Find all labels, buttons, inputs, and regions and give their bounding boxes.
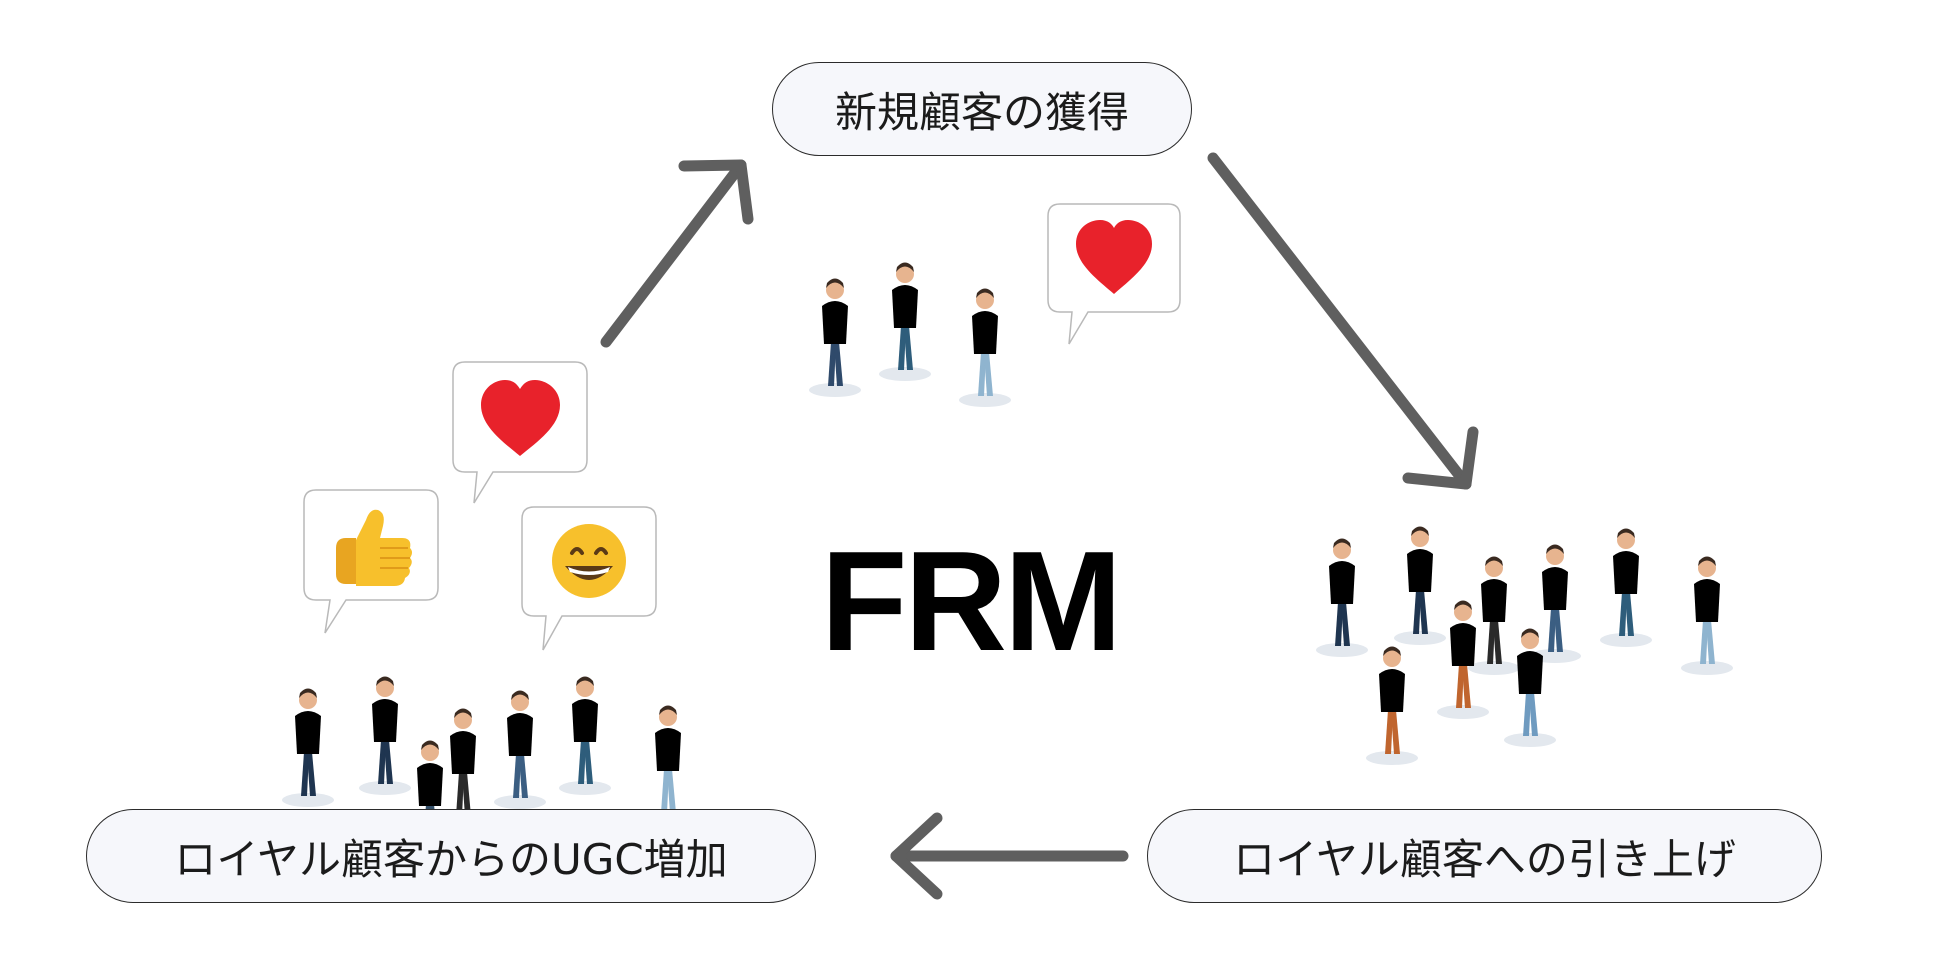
arrow-right-to-left xyxy=(890,812,1129,900)
heart-speech-bubble xyxy=(1047,203,1181,345)
node-ugc-increase: ロイヤル顧客からのUGC増加 xyxy=(86,809,816,903)
node-new-customer-acquisition: 新規顧客の獲得 xyxy=(772,62,1192,156)
thumbs-up-icon xyxy=(336,509,412,586)
arrow-left-to-top xyxy=(600,159,754,348)
heart-icon xyxy=(1076,220,1152,294)
heart-speech-bubble-left xyxy=(452,361,588,504)
arrow-top-to-right xyxy=(1207,152,1479,490)
diagram-title: FRM xyxy=(820,522,1123,681)
people-group-top xyxy=(809,262,1011,407)
heart-icon xyxy=(481,380,560,456)
thumbs-up-speech-bubble xyxy=(303,489,439,634)
node-loyal-customer-upgrade: ロイヤル顧客への引き上げ xyxy=(1147,809,1822,903)
grinning-face-speech-bubble xyxy=(521,506,657,651)
people-group-bottom-right xyxy=(1316,526,1733,765)
grinning-face-icon xyxy=(552,524,626,598)
